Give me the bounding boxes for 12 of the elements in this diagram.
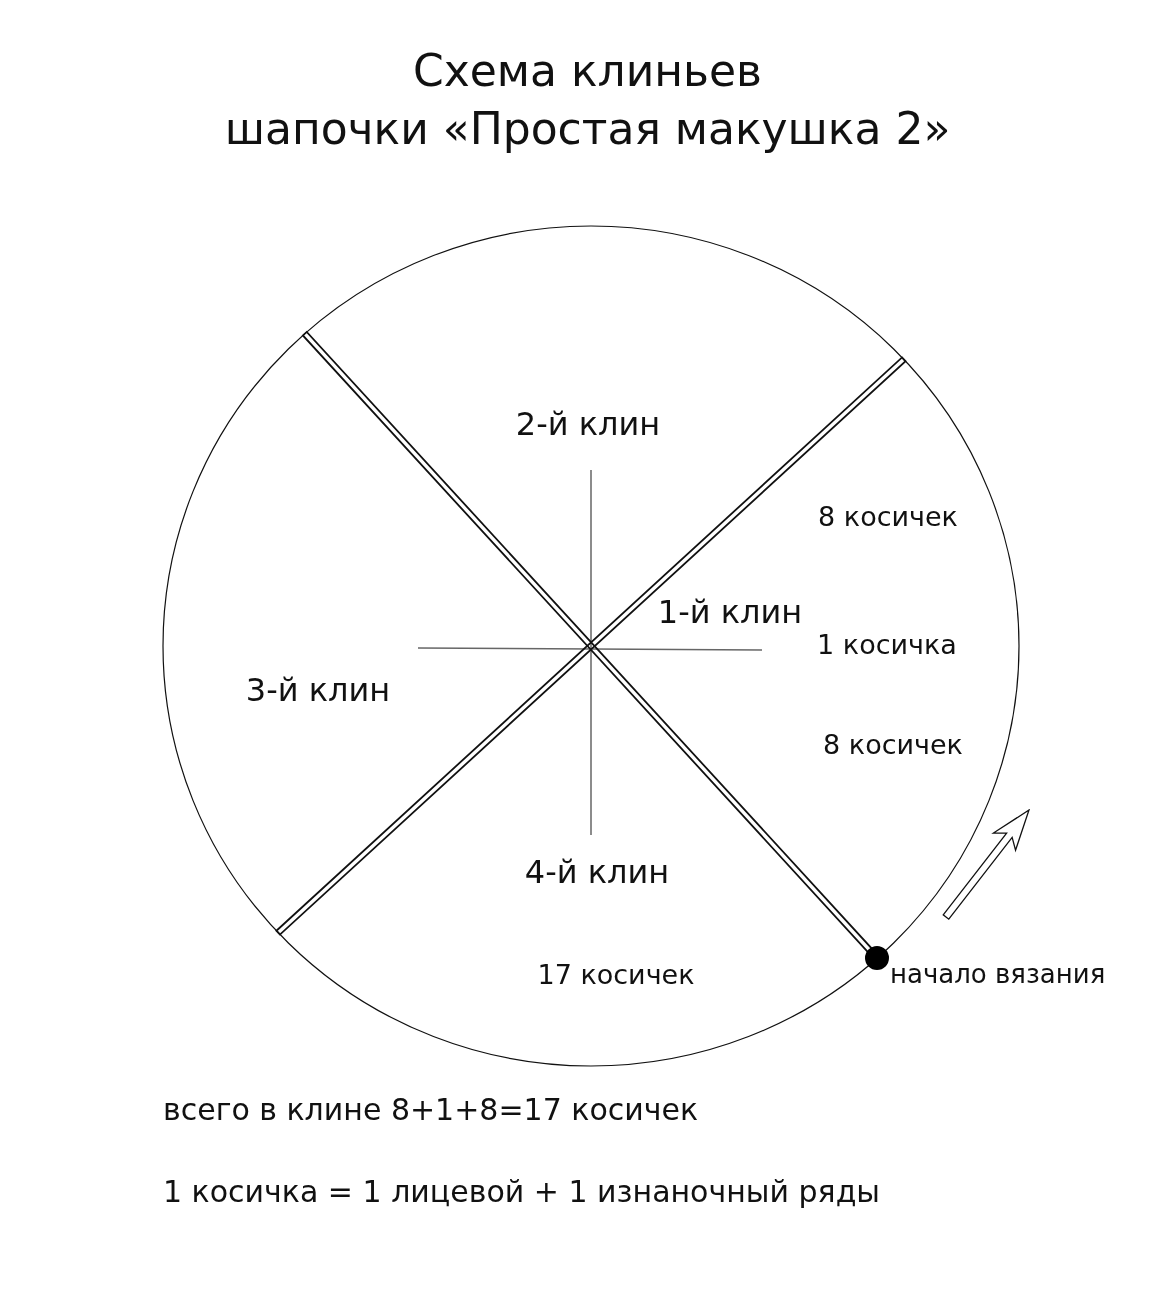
braid-count-label: 17 косичек (537, 959, 695, 991)
wedge-label: 2-й клин (515, 405, 661, 443)
braid-count-label: 1 косичка (817, 629, 957, 661)
diagram-title: Схема клиньев шапочки «Простая макушка 2» (223, 44, 952, 156)
braid-count-label: 8 косичек (823, 729, 963, 761)
note-text: всего в клине 8+1+8=17 косичек (163, 1092, 699, 1128)
note-text: 1 косичка = 1 лицевой + 1 изнаночный ряды (163, 1174, 881, 1210)
wedge-label: 4-й клин (524, 853, 670, 891)
braid-count-label: 8 косичек (818, 501, 958, 533)
wedge-label: 1-й клин (657, 593, 803, 631)
start-label: начало вязания (890, 960, 1106, 990)
wedge-label: 3-й клин (245, 671, 391, 709)
